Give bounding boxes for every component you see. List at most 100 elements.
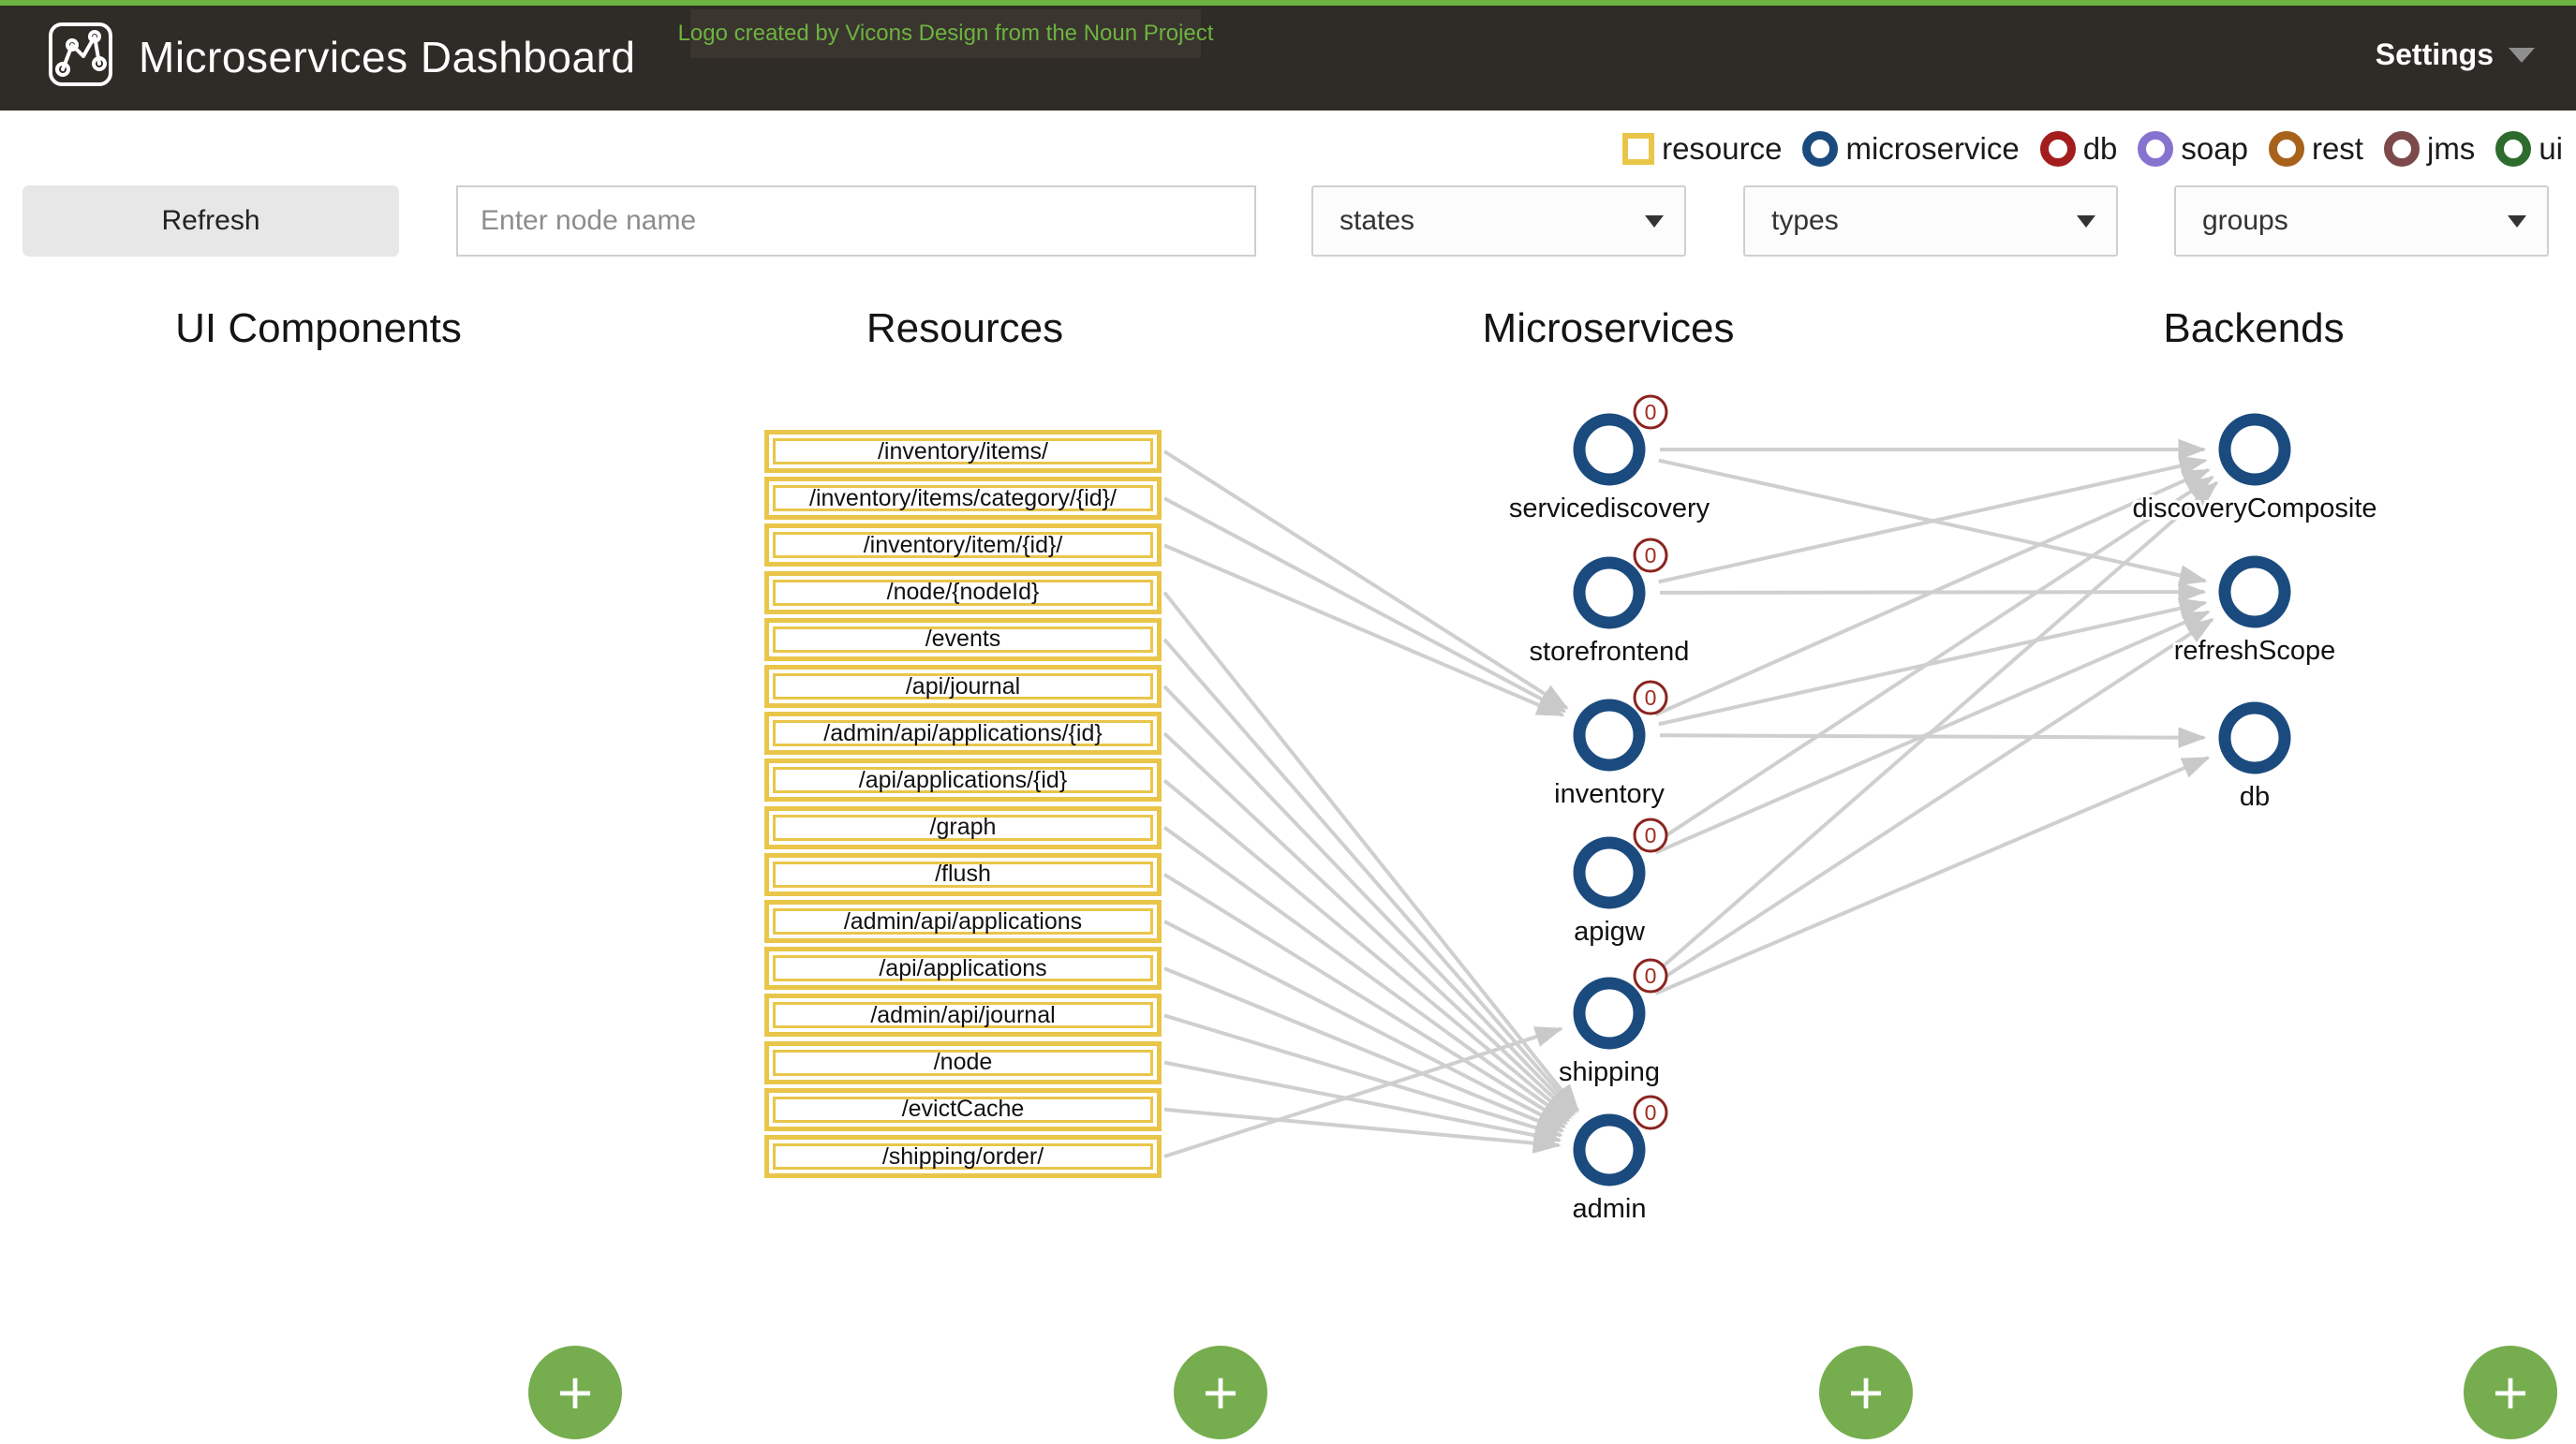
graph-edge — [1162, 778, 1573, 1120]
graph-edge — [1162, 685, 1577, 1115]
legend-item-resource: resource — [1622, 131, 1782, 167]
graph-edge — [1654, 468, 2211, 716]
column-header-backends: Backends — [2163, 305, 2345, 351]
refresh-button[interactable]: Refresh — [22, 185, 399, 257]
node-badge — [1633, 818, 1668, 853]
legend-label: soap — [2181, 131, 2248, 166]
resource-node[interactable]: /evictCache — [764, 1087, 1162, 1131]
app-logo-icon — [49, 22, 112, 86]
node-badge-count: 0 — [1645, 543, 1657, 567]
node-label: refreshScope — [2174, 636, 2336, 666]
states-filter-label: states — [1340, 205, 1415, 236]
node-label: apigw — [1574, 917, 1646, 947]
graph-edge — [1162, 591, 1579, 1112]
page-title: Microservices Dashboard — [139, 33, 636, 81]
legend-item-jms: jms — [2383, 131, 2475, 167]
resource-node[interactable]: /admin/api/applications/{id} — [764, 712, 1162, 756]
node-badge — [1633, 1095, 1668, 1130]
node-label: discoveryComposite — [2132, 494, 2376, 523]
legend-item-ui: ui — [2495, 131, 2563, 167]
graph-edge — [1646, 480, 2219, 981]
backend-circle-icon — [2218, 413, 2291, 486]
node-badge — [1633, 958, 1668, 994]
backend-node-discoveryComposite[interactable]: discoveryComposite — [2129, 413, 2380, 526]
resource-label: /graph — [929, 814, 997, 841]
graph-edge — [1162, 638, 1578, 1114]
resource-node[interactable]: /api/journal — [764, 665, 1162, 708]
node-badge — [1633, 538, 1668, 573]
graph-edge — [1651, 475, 2214, 847]
graph-edge — [1651, 617, 2214, 988]
resource-node[interactable]: /inventory/items/ — [764, 430, 1162, 473]
resource-node[interactable]: /api/applications/{id} — [764, 759, 1162, 803]
resource-node[interactable]: /graph — [764, 805, 1162, 849]
legend-label: ui — [2539, 131, 2563, 166]
groups-filter-select[interactable]: groups — [2174, 185, 2549, 257]
resource-node[interactable]: /admin/api/journal — [764, 994, 1162, 1038]
resource-label: /evictCache — [901, 1096, 1025, 1123]
graph-edge — [1658, 455, 2208, 584]
legend-item-rest: rest — [2268, 131, 2363, 167]
legend-label: db — [2082, 131, 2118, 166]
logo-credit-text: Logo created by Vicons Design from the N… — [678, 9, 1213, 58]
settings-menu[interactable]: Settings — [2376, 37, 2535, 72]
types-filter-label: types — [1771, 205, 1839, 236]
resource-node[interactable]: /flush — [764, 852, 1162, 896]
node-search-input[interactable] — [456, 185, 1256, 257]
graph-edge — [1162, 731, 1575, 1117]
resource-label: /admin/api/applications — [843, 907, 1083, 935]
node-badge-count: 0 — [1645, 400, 1657, 424]
graph-edge — [1659, 727, 2207, 748]
microservice-circle-icon — [1573, 556, 1646, 629]
legend-microservice-swatch-icon — [1802, 131, 1839, 167]
legend-soap-swatch-icon — [2138, 131, 2174, 167]
resource-label: /node — [933, 1049, 993, 1076]
backend-node-refreshScope[interactable]: refreshScope — [2171, 555, 2338, 669]
graph-edge — [1162, 825, 1571, 1122]
resource-label: /admin/api/journal — [870, 1001, 1056, 1028]
resource-node[interactable]: /api/applications — [764, 947, 1162, 991]
resource-node[interactable]: /inventory/item/{id}/ — [764, 523, 1162, 567]
states-filter-select[interactable]: states — [1311, 185, 1686, 257]
resource-label: /inventory/items/category/{id}/ — [809, 484, 1117, 511]
resource-node[interactable]: /node — [764, 1040, 1162, 1084]
resource-node[interactable]: /admin/api/applications — [764, 900, 1162, 943]
resource-node[interactable]: /inventory/items/category/{id}/ — [764, 477, 1162, 521]
resource-label: /inventory/item/{id}/ — [863, 531, 1063, 558]
legend-item-soap: soap — [2138, 131, 2248, 167]
microservice-circle-icon — [1573, 699, 1646, 772]
graph-edge — [1163, 496, 1567, 714]
resource-node[interactable]: /shipping/order/ — [764, 1135, 1162, 1178]
resource-label: /admin/api/applications/{id} — [823, 719, 1103, 746]
types-filter-select[interactable]: types — [1743, 185, 2118, 257]
graph-edge — [1163, 1013, 1563, 1139]
resource-label: /api/journal — [905, 672, 1021, 700]
legend-label: rest — [2311, 131, 2363, 166]
graph-edge — [1163, 920, 1567, 1129]
resource-label: /inventory/items/ — [877, 437, 1048, 464]
legend-label: resource — [1662, 131, 1783, 166]
microservice-circle-icon — [1573, 413, 1646, 486]
microservice-circle-icon — [1573, 836, 1646, 909]
add-node-button-ui-components[interactable]: + — [528, 1346, 622, 1439]
microservice-circle-icon — [1573, 1113, 1646, 1186]
add-node-button-resources[interactable]: + — [1174, 1346, 1267, 1439]
backend-node-db[interactable]: db — [2218, 701, 2291, 815]
resource-node[interactable]: /node/{nodeId} — [764, 570, 1162, 614]
node-badge — [1633, 394, 1668, 430]
graph-edge — [1654, 756, 2211, 995]
resource-node[interactable]: /events — [764, 617, 1162, 661]
resource-label: /api/applications/{id} — [858, 766, 1068, 793]
backend-circle-icon — [2218, 555, 2291, 628]
add-node-button-microservices[interactable]: + — [1819, 1346, 1913, 1439]
legend-jms-swatch-icon — [2383, 131, 2420, 167]
add-node-button-backends[interactable]: + — [2464, 1346, 2557, 1439]
select-caret-icon — [2508, 215, 2526, 228]
column-header-ui-components: UI Components — [175, 305, 462, 351]
